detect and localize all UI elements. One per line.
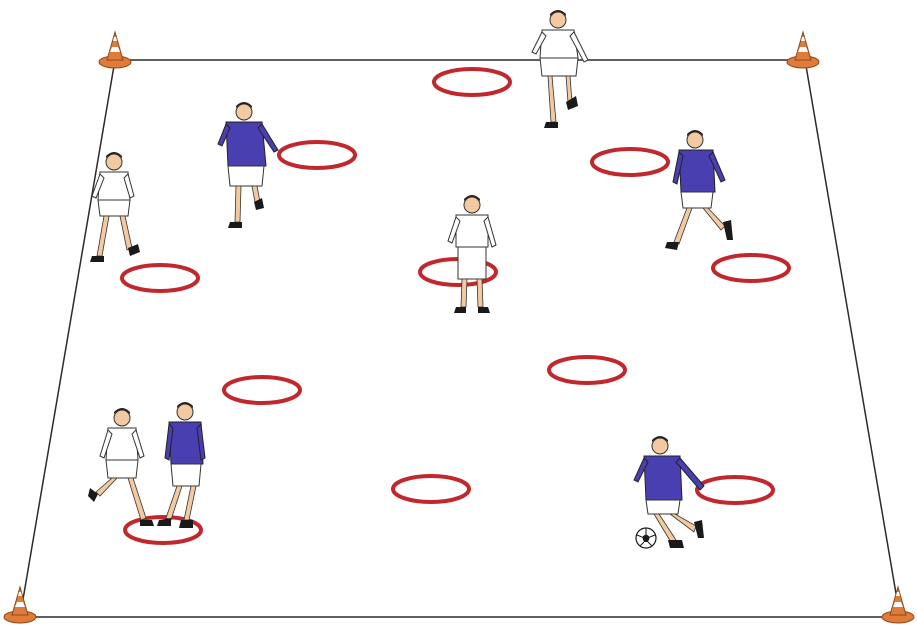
player-white-center <box>448 195 496 313</box>
cone-top-left <box>99 32 131 68</box>
cone-bottom-right <box>882 587 914 623</box>
cone-bottom-left <box>4 587 36 623</box>
hoop <box>713 255 789 281</box>
field-boundary <box>20 60 900 617</box>
player-white-bottom-left <box>88 408 154 526</box>
cone-top-right <box>787 32 819 68</box>
hoop <box>549 357 625 383</box>
player-blue-bottom-left <box>157 402 205 528</box>
hoop <box>122 265 198 291</box>
player-white-top <box>532 10 588 128</box>
hoop <box>224 377 300 403</box>
hoop <box>393 476 469 502</box>
player-blue-top-left <box>218 102 278 228</box>
hoop <box>434 69 510 95</box>
player-blue-right <box>665 130 733 250</box>
hoop <box>592 149 668 175</box>
ball <box>636 528 656 548</box>
hoop <box>697 477 773 503</box>
hoop <box>279 142 355 168</box>
player-white-left <box>90 152 140 262</box>
